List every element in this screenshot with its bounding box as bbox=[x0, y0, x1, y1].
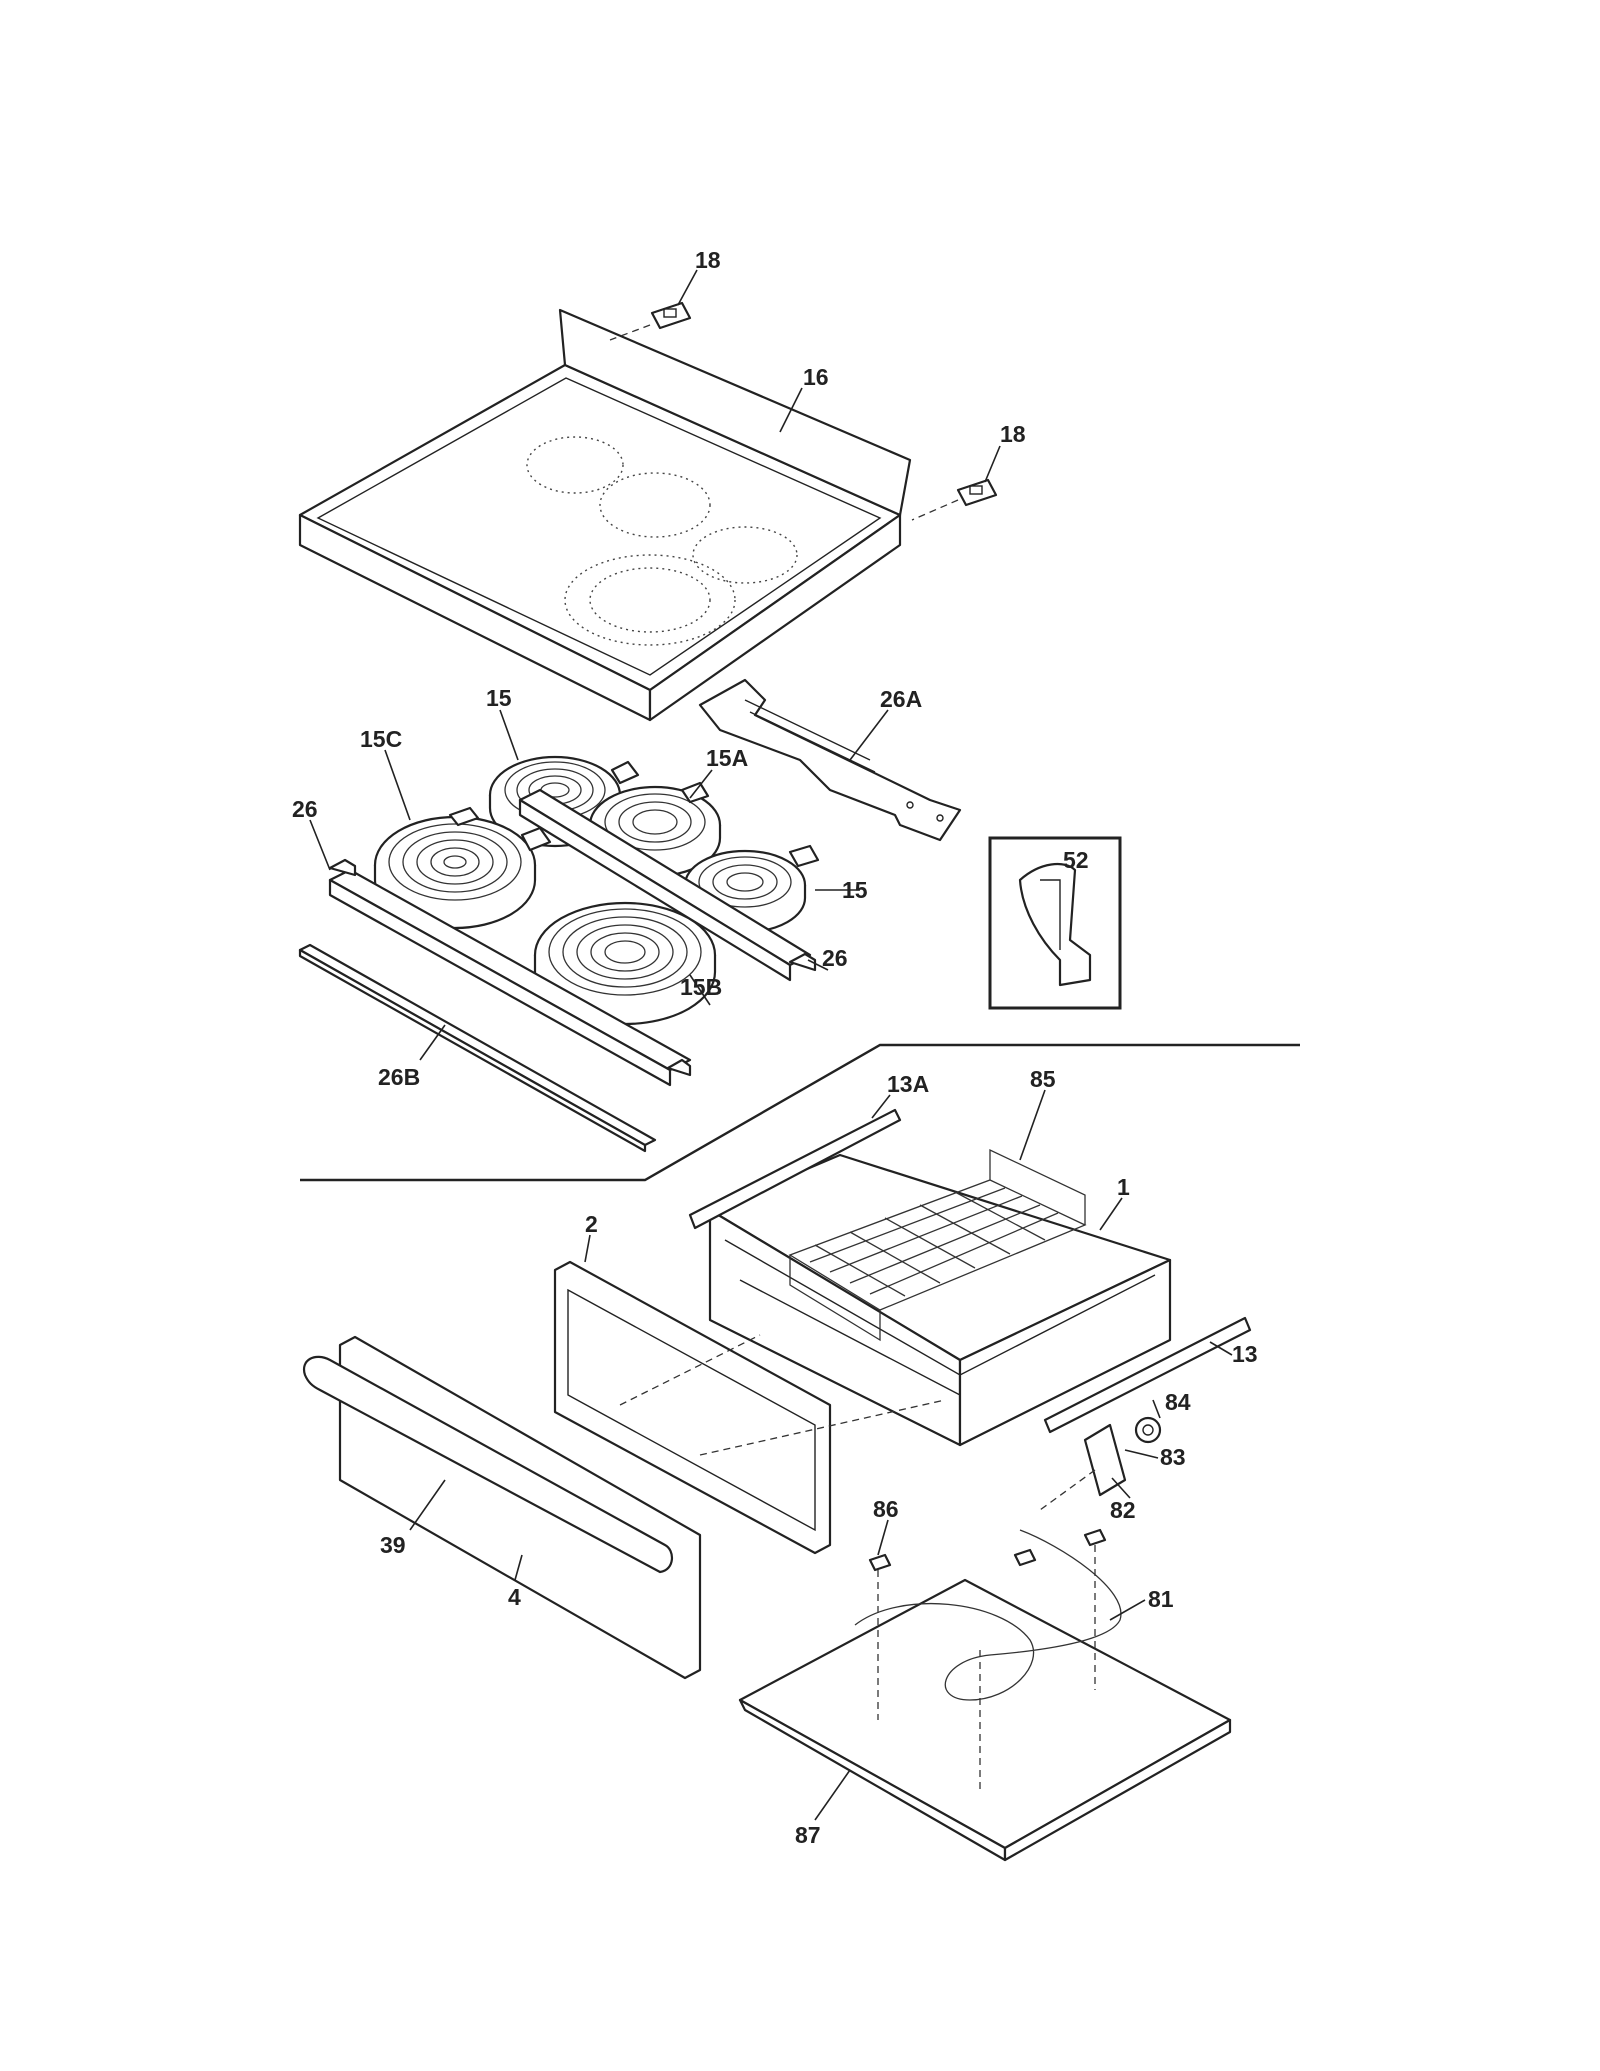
drawer-handle bbox=[302, 1355, 673, 1574]
callout-15C: 15C bbox=[360, 726, 402, 752]
callout-18: 18 bbox=[1000, 421, 1026, 447]
leader-lines bbox=[309, 269, 1233, 1821]
callout-84: 84 bbox=[1165, 1389, 1191, 1415]
cooktop-glass-top bbox=[298, 308, 912, 722]
clip-bracket bbox=[650, 301, 692, 330]
callout-15A: 15A bbox=[706, 745, 748, 771]
callout-87: 87 bbox=[795, 1822, 821, 1848]
drawer-slide-rail bbox=[688, 1108, 902, 1230]
callout-86: 86 bbox=[873, 1496, 899, 1522]
callout-18: 18 bbox=[695, 247, 721, 273]
element-support-rail bbox=[518, 788, 817, 982]
drawer-slide-rail bbox=[1043, 1316, 1252, 1434]
callout-15B: 15B bbox=[680, 974, 722, 1000]
callout-13A: 13A bbox=[887, 1071, 929, 1097]
element-clip bbox=[868, 1553, 892, 1572]
callout-85: 85 bbox=[1030, 1066, 1056, 1092]
callout-83: 83 bbox=[1160, 1444, 1186, 1470]
switch-bracket bbox=[1083, 1416, 1162, 1497]
callout-1: 1 bbox=[1117, 1174, 1130, 1200]
element-clip bbox=[1013, 1548, 1037, 1567]
callout-13: 13 bbox=[1232, 1341, 1258, 1367]
callout-2: 2 bbox=[585, 1211, 598, 1237]
callout-26A: 26A bbox=[880, 686, 922, 712]
terminal-bracket bbox=[698, 678, 962, 842]
element-clip bbox=[1083, 1528, 1107, 1547]
wire-rack bbox=[788, 1148, 1087, 1342]
callout-15: 15 bbox=[842, 877, 868, 903]
door-inner-frame bbox=[553, 1260, 832, 1555]
drawer-heating-element bbox=[854, 1529, 1122, 1701]
bottom-pan bbox=[738, 1578, 1232, 1862]
front-trim-strip bbox=[298, 943, 657, 1153]
callout-81: 81 bbox=[1148, 1586, 1174, 1612]
section-divider bbox=[300, 1043, 1300, 1182]
callout-4: 4 bbox=[508, 1584, 521, 1610]
inset-box bbox=[988, 836, 1122, 1010]
callout-26: 26 bbox=[292, 796, 318, 822]
callout-16: 16 bbox=[803, 364, 829, 390]
callout-15: 15 bbox=[486, 685, 512, 711]
callout-39: 39 bbox=[380, 1532, 406, 1558]
callout-82: 82 bbox=[1110, 1497, 1136, 1523]
element-support-rail bbox=[328, 858, 692, 1087]
warming-drawer-body bbox=[708, 1153, 1172, 1447]
callout-labels: 18 16 18 26A 15 15C 15A 26 52 15 26 15B … bbox=[292, 247, 1258, 1848]
callout-52: 52 bbox=[1063, 847, 1089, 873]
callout-26: 26 bbox=[822, 945, 848, 971]
callout-26B: 26B bbox=[378, 1064, 420, 1090]
clip-bracket bbox=[956, 478, 998, 507]
